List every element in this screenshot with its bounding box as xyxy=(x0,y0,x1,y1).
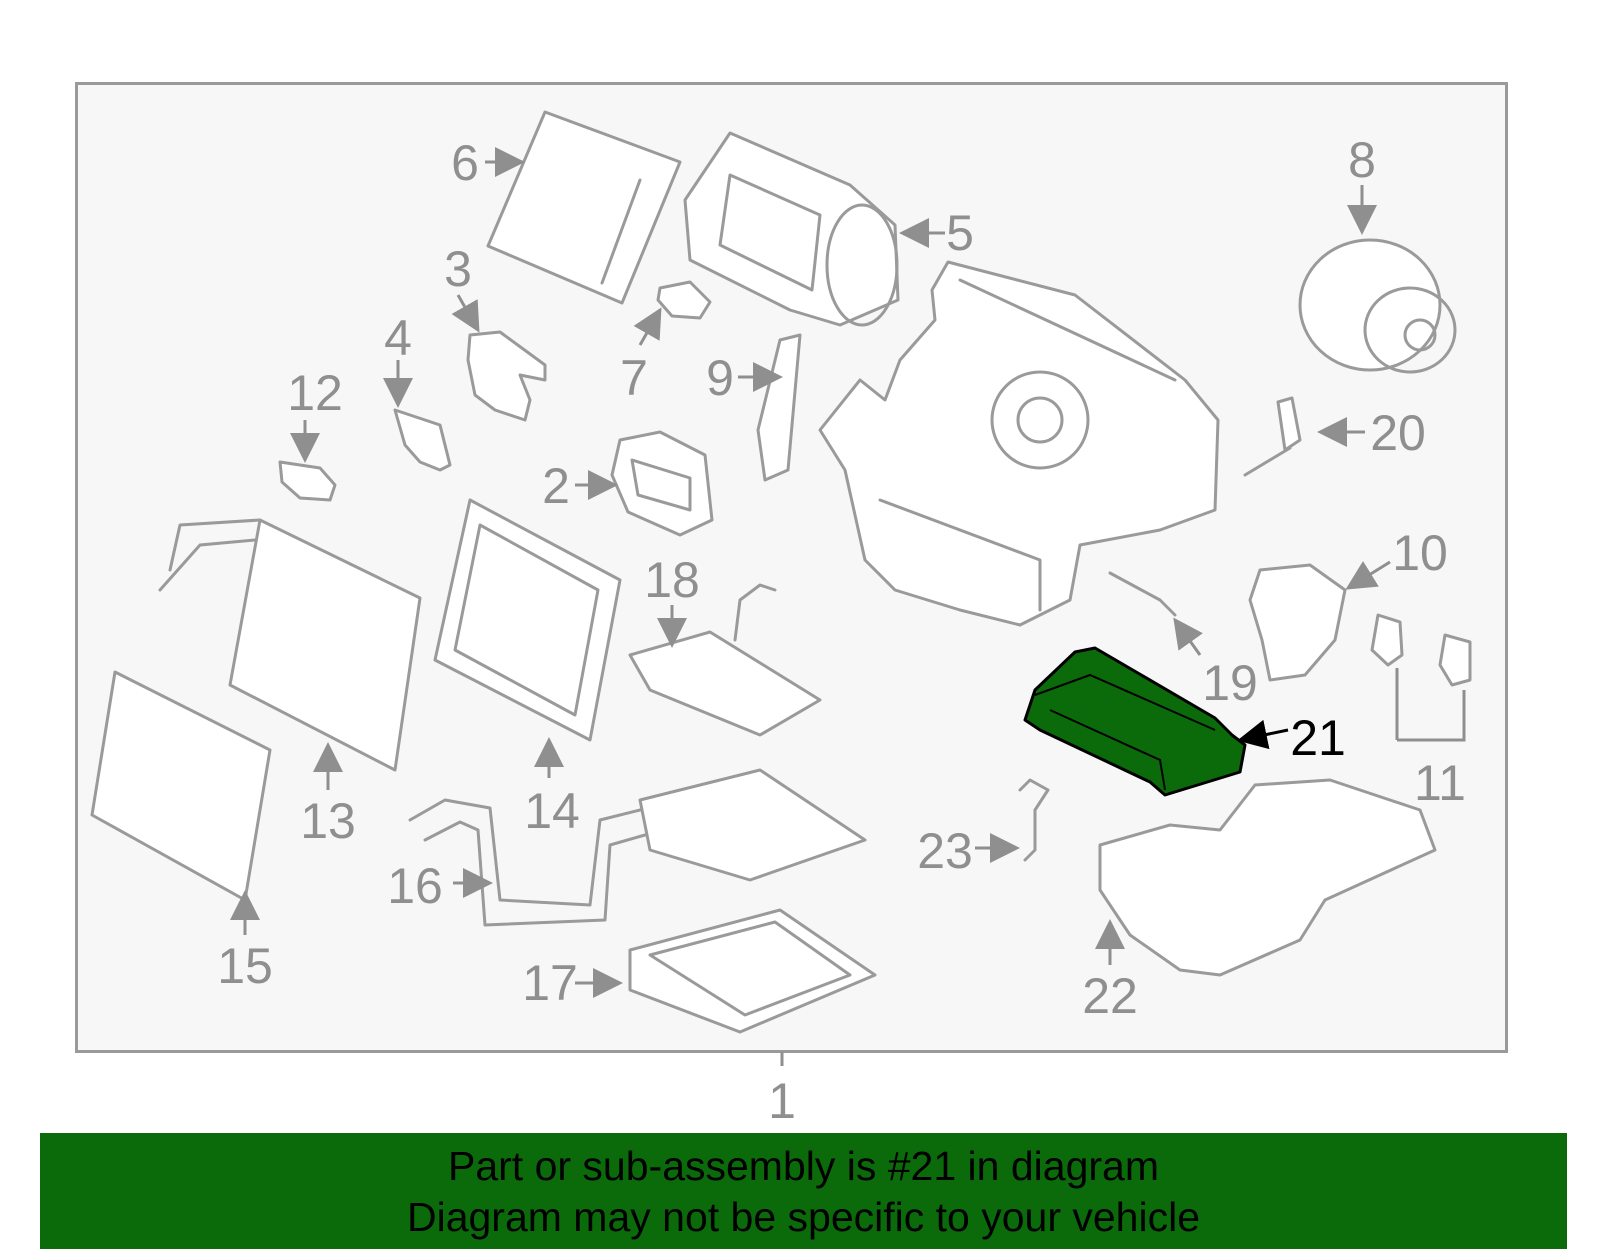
hvac-main-case xyxy=(818,260,1220,627)
part-20-sensor xyxy=(1243,396,1302,477)
part-21-highlighted-component xyxy=(1023,646,1247,797)
callout-7: 7 xyxy=(620,350,648,406)
part-6-cabin-filter xyxy=(486,110,682,305)
callout-5: 5 xyxy=(946,205,974,261)
part-17-tray xyxy=(628,908,877,1034)
leader-lines xyxy=(230,147,1466,998)
part-13-heat-exchanger xyxy=(158,518,422,772)
part-16-pipes xyxy=(408,798,647,927)
part-14-evaporator xyxy=(433,498,622,742)
callout-15: 15 xyxy=(217,938,273,994)
part-16-heater-core xyxy=(638,768,867,882)
callout-22: 22 xyxy=(1082,968,1138,1024)
part-23-hose xyxy=(1018,778,1050,862)
callout-17: 17 xyxy=(522,955,578,1011)
callout-10: 10 xyxy=(1392,525,1448,581)
part-9-seal-strip xyxy=(756,333,802,482)
part-19-sensor-wire xyxy=(1108,571,1177,617)
part-15-filter-panel xyxy=(90,670,272,902)
callout-1: 1 xyxy=(768,1073,796,1129)
callout-14: 14 xyxy=(524,783,580,839)
callout-13: 13 xyxy=(300,793,356,849)
callout-6: 6 xyxy=(451,135,479,191)
part-10-actuator xyxy=(1248,563,1347,682)
part-8-blower-motor xyxy=(1298,238,1457,374)
part-2-duct xyxy=(610,430,714,537)
callout-16: 16 xyxy=(387,858,443,914)
part-3-actuator-link xyxy=(466,330,547,422)
callout-8: 8 xyxy=(1348,132,1376,188)
callout-23: 23 xyxy=(917,823,973,879)
part-5-blower-housing xyxy=(683,131,900,327)
part-4-bracket xyxy=(393,408,452,472)
callout-19: 19 xyxy=(1202,655,1258,711)
part-7-clip xyxy=(656,280,712,320)
callout-11: 11 xyxy=(1414,755,1466,811)
callout-12: 12 xyxy=(287,365,343,421)
part-12-sensor xyxy=(278,460,337,502)
part-18-resistor xyxy=(628,583,822,737)
callout-18: 18 xyxy=(644,552,700,608)
part-11-actuators xyxy=(1370,613,1472,687)
callout-4: 4 xyxy=(384,310,412,366)
callout-2: 2 xyxy=(542,458,570,514)
callout-21: 21 xyxy=(1290,710,1346,766)
part-22-lower-case xyxy=(1098,778,1437,977)
info-banner: Part or sub-assembly is #21 in diagram D… xyxy=(40,1133,1567,1249)
callout-3: 3 xyxy=(444,241,472,297)
callout-20: 20 xyxy=(1370,405,1426,461)
banner-line-1: Part or sub-assembly is #21 in diagram xyxy=(448,1143,1159,1189)
banner-line-2: Diagram may not be specific to your vehi… xyxy=(406,1194,1200,1240)
callout-9: 9 xyxy=(706,350,734,406)
